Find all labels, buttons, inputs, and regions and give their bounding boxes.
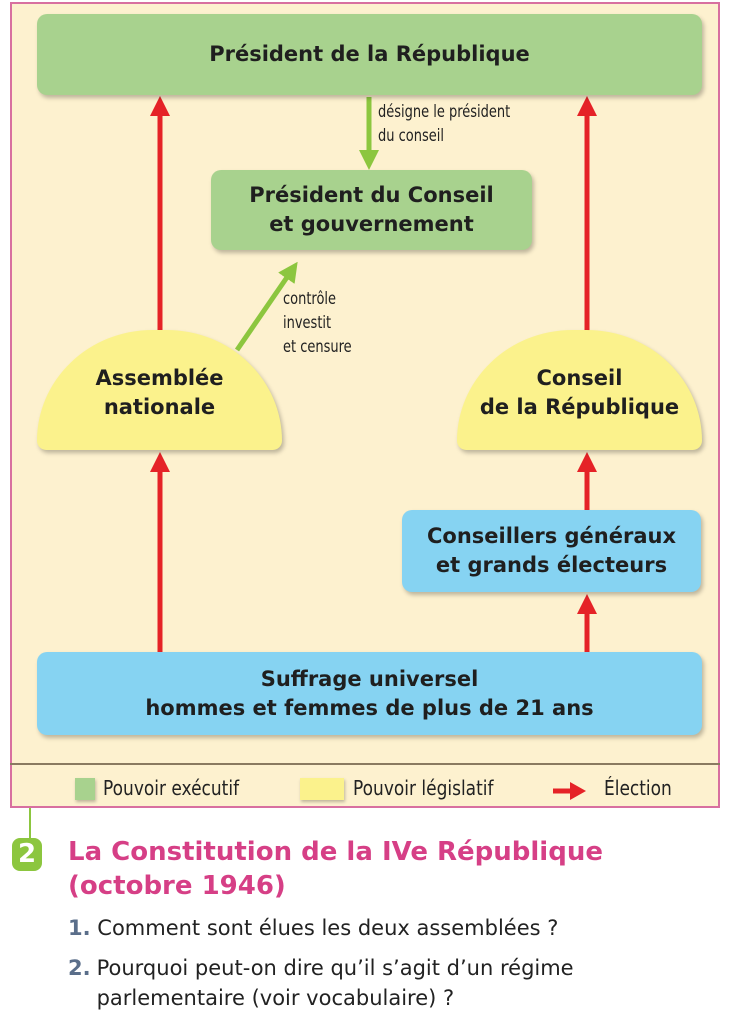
conseillers-box: Conseillers généraux et grands électeurs [402,510,701,592]
document-number-badge: 2 [12,838,42,871]
question-text: Comment sont élues les deux assemblées ? [97,916,559,940]
president-republique-box: Président de la République [37,14,702,95]
control-label: contrôle investit et censure [283,289,352,357]
president-conseil-box: Président du Conseil et gouvernement [211,170,532,250]
control-arrow [234,261,298,352]
question-number: 2. [68,956,91,980]
suffrage-box: Suffrage universel hommes et femmes de p… [37,652,702,735]
designation-label: désigne le président du conseil [378,102,511,146]
question-2: 2.Pourquoi peut-on dire qu’il s’agit d’u… [68,953,574,1013]
legend-executif-swatch [75,778,95,800]
legend-legislatif: Pouvoir législatif [353,776,494,800]
legend-legislatif-swatch [300,778,344,800]
question-1: 1. Comment sont élues les deux assemblée… [68,913,558,943]
legend-divider [10,763,720,765]
legend-executif: Pouvoir exécutif [103,776,240,800]
question-text: Pourquoi peut-on dire qu’il s’agit d’un … [96,956,574,1010]
question-number: 1. [68,916,91,940]
document-title: La Constitution de la IVe République (oc… [68,837,603,901]
legend-election: Élection [604,776,672,800]
